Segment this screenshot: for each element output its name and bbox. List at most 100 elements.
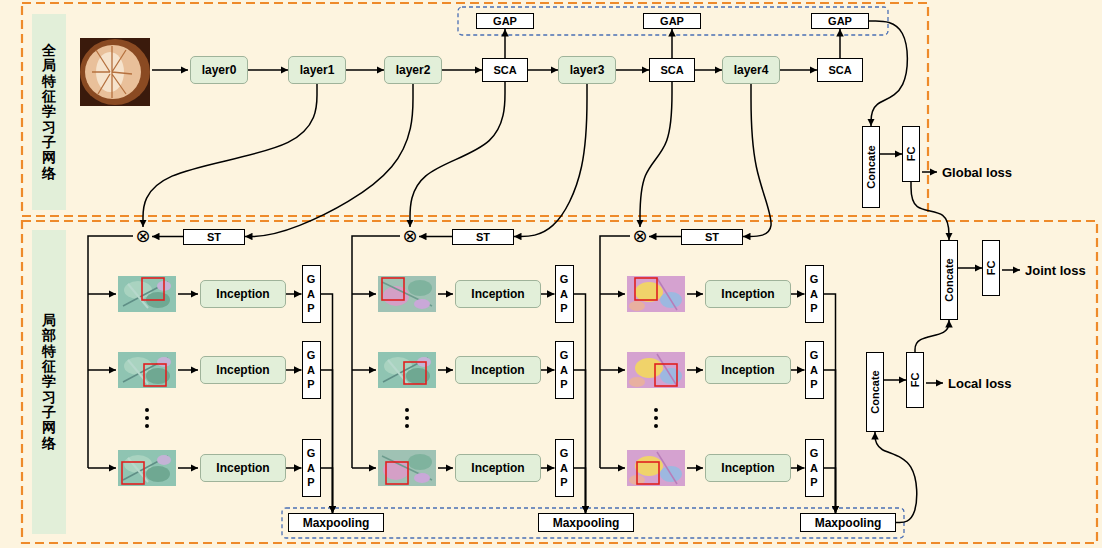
node-text: layer1 — [300, 63, 335, 77]
loss-arrow — [922, 171, 937, 173]
crop-box — [635, 278, 657, 300]
module-box: GAP — [643, 13, 701, 29]
branch-arrow — [88, 293, 116, 295]
patch-arrow — [178, 467, 198, 469]
module-box: SCA — [482, 58, 528, 82]
connector — [915, 320, 949, 352]
connector — [245, 84, 413, 237]
patch-arrow — [687, 467, 703, 469]
connector — [410, 82, 505, 227]
connector — [911, 182, 949, 240]
connector — [743, 84, 771, 237]
node-text: GAP — [660, 15, 684, 27]
crop-box — [637, 462, 659, 484]
connector — [541, 467, 555, 469]
module-box: layer2 — [384, 56, 442, 84]
multiply-operator: ⊗ — [134, 227, 152, 245]
node-text: layer2 — [396, 63, 431, 77]
node-text: layer3 — [570, 63, 605, 77]
module-box: Inception — [455, 280, 541, 308]
subnetwork-label: 全局特征学习子网络 — [32, 14, 66, 210]
module-box: layer0 — [190, 56, 248, 84]
patch — [378, 450, 436, 486]
loss-label-box: Joint loss — [1025, 263, 1086, 278]
crop-box — [122, 462, 144, 484]
gap-box: GAP — [302, 265, 321, 323]
patch-arrow — [438, 369, 453, 371]
gap-box: GAP — [805, 265, 824, 323]
connector — [143, 84, 317, 227]
patch — [118, 450, 176, 486]
multiply-operator: ⊗ — [631, 227, 649, 245]
connector — [671, 29, 673, 58]
patch — [118, 276, 176, 312]
pooling-box: Maxpooling — [288, 513, 384, 532]
dot — [405, 408, 409, 412]
dot — [405, 416, 409, 420]
branch-line — [600, 236, 630, 468]
node-text: 局部特征学习子网络 — [42, 313, 56, 452]
module-box: ST — [183, 229, 245, 245]
gap-box: GAP — [805, 439, 824, 497]
dot — [654, 408, 658, 412]
connectors — [143, 21, 982, 523]
connector — [504, 29, 506, 58]
node-text: GAP — [559, 446, 570, 491]
tissue-fibres — [92, 46, 132, 98]
node-text: GAP — [809, 348, 820, 393]
connector — [780, 69, 817, 71]
connector — [824, 468, 836, 513]
module-box: Inception — [200, 454, 286, 482]
gap-box: GAP — [805, 341, 824, 399]
module-box: layer3 — [558, 56, 616, 84]
connector — [616, 69, 649, 71]
loss-label: Local loss — [948, 376, 1012, 391]
ellipsis-dots — [145, 408, 658, 428]
connector — [541, 369, 555, 371]
module-box: Inception — [200, 356, 286, 384]
module-box: Inception — [455, 356, 541, 384]
patch — [118, 352, 176, 388]
module-box: layer4 — [722, 56, 780, 84]
vertical-box: Concate — [862, 126, 880, 208]
module-box: GAP — [476, 13, 534, 29]
connector — [321, 294, 333, 513]
connector — [574, 294, 586, 513]
connector — [880, 153, 902, 155]
connector — [958, 267, 982, 269]
brain-image — [80, 38, 150, 106]
node-text: GAP — [493, 15, 517, 27]
loss-label: Joint loss — [1025, 263, 1086, 278]
branch-arrow — [352, 369, 376, 371]
branch-arrow — [352, 467, 376, 469]
loss-arrow — [926, 382, 943, 384]
tissue — [80, 39, 150, 105]
dot — [654, 424, 658, 428]
connector — [419, 236, 452, 238]
connector — [884, 379, 906, 381]
patch-arrow — [178, 369, 198, 371]
vertical-box: Concate — [866, 352, 884, 432]
gap-box: GAP — [555, 439, 574, 497]
branch-arrow — [352, 293, 376, 295]
patch-arrow — [438, 293, 453, 295]
loss-label-box: Local loss — [948, 376, 1012, 391]
patch — [627, 276, 685, 312]
module-box: SCA — [817, 58, 863, 82]
node-text: GAP — [809, 446, 820, 491]
node-text: Inception — [471, 461, 524, 475]
dot — [145, 416, 149, 420]
connector — [248, 69, 288, 71]
connector — [528, 69, 558, 71]
node-text: SCA — [828, 64, 851, 76]
module-box: Inception — [705, 280, 791, 308]
pooling-box: Maxpooling — [538, 513, 634, 532]
node-text: 全局特征学习子网络 — [42, 43, 56, 182]
node-text: Inception — [216, 363, 269, 377]
patch-arrow — [687, 293, 703, 295]
vertical-box: Concate — [940, 240, 958, 320]
node-text: Inception — [721, 461, 774, 475]
node-text: GAP — [559, 348, 570, 393]
